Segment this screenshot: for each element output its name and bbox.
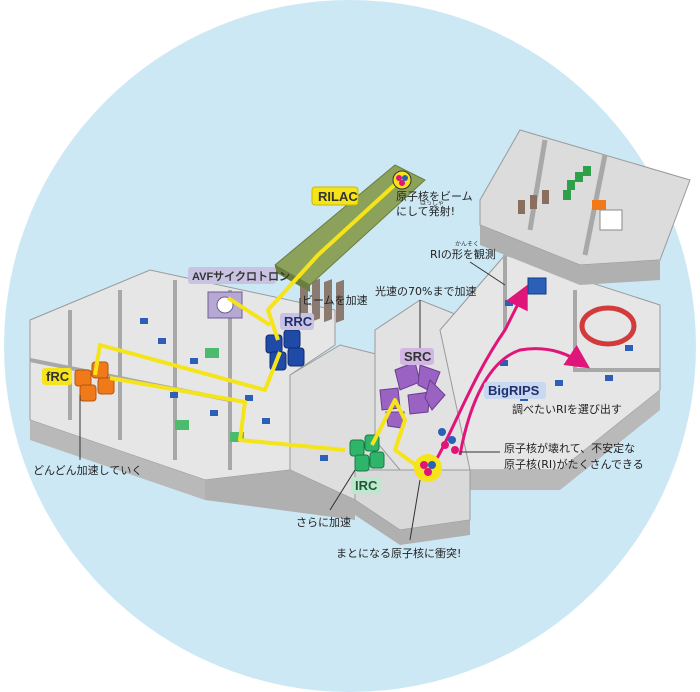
svg-text:AVFサイクロトロン: AVFサイクロトロン [192, 270, 290, 283]
note-choose-ri: 調べたいRIを選び出す [512, 402, 622, 416]
bigrips-ring [527, 277, 637, 347]
svg-text:IRC: IRC [355, 478, 378, 493]
tag-bigrips: BigRIPS [484, 382, 546, 399]
svg-text:RRC: RRC [284, 314, 313, 329]
note-gradual-accel: どんどん加速していく [33, 464, 142, 477]
svg-text:SRC: SRC [404, 349, 432, 364]
rilac-atom-cluster-icon [392, 170, 412, 190]
upper-building [479, 129, 691, 285]
note-light-speed: 光速の70%まで加速 [375, 284, 476, 298]
note-beam-accel: ビームを加速 [302, 294, 368, 307]
svg-text:RILAC: RILAC [318, 189, 358, 204]
fire-furigana: はっしゃ [420, 200, 444, 207]
note-fire-line2: にして発射! [396, 204, 455, 218]
note-further-accel: さらに加速 [296, 516, 351, 529]
tag-rrc: RRC [280, 313, 314, 330]
tag-avf: AVFサイクロトロン [188, 267, 290, 284]
svg-text:BigRIPS: BigRIPS [488, 383, 540, 398]
green-equipment [175, 348, 244, 442]
target-atom-cluster-icon [414, 454, 442, 482]
note-nuclei-break-2: 原子核(RI)がたくさんできる [504, 457, 644, 471]
note-nuclei-break-1: 原子核が壊れて、不安定な [504, 441, 635, 455]
svg-text:fRC: fRC [46, 369, 70, 384]
tag-frc: fRC [42, 368, 72, 385]
note-fire-line1: 原子核をビーム [396, 189, 473, 203]
yellow-beam-path [93, 178, 422, 470]
ri-furigana: かんそく [455, 241, 479, 248]
src-cyclotron [379, 361, 446, 429]
tag-src: SRC [400, 348, 434, 365]
atom-cluster-icon [438, 428, 459, 454]
tag-irc: IRC [351, 477, 381, 494]
note-ri-shape: RIの形を観測 [430, 247, 496, 261]
note-collide: まとになる原子核に衝突! [336, 546, 461, 560]
tag-rilac: RILAC [311, 186, 359, 206]
